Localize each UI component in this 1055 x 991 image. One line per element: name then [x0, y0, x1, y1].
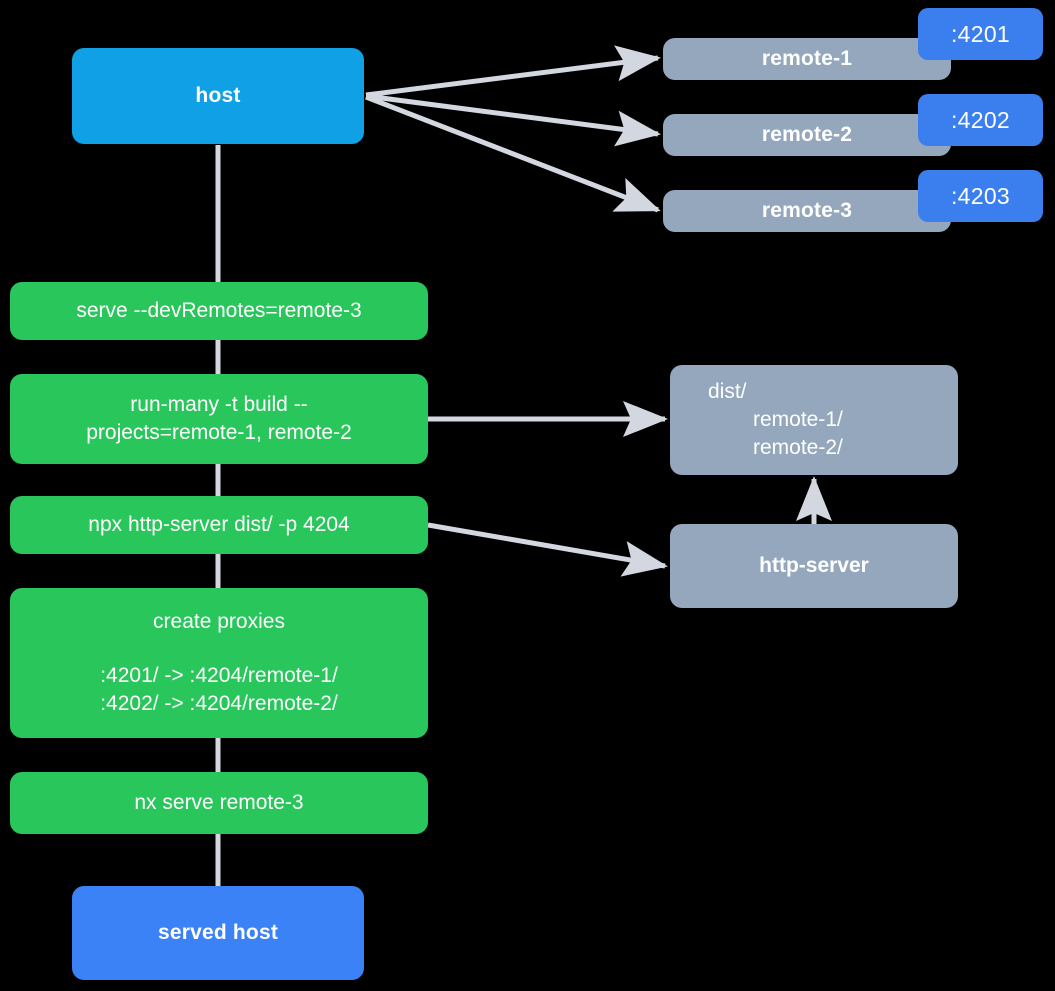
command-npx-http-server[interactable]: npx http-server dist/ -p 4204 [10, 496, 428, 554]
node-remote-3-label: remote-3 [761, 198, 853, 222]
edge-npx-to-httpserver [427, 522, 668, 577]
command-create-proxies-line-1: :4201/ -> :4204/remote-1/ [100, 663, 338, 687]
command-run-many-build-line-1: run-many -t build -- [130, 392, 308, 416]
edge-host-to-remote-3 [365, 94, 661, 213]
node-served-host[interactable]: served host [72, 886, 364, 980]
node-remote-1-label: remote-1 [761, 46, 853, 70]
node-http-server[interactable]: http-server [670, 524, 958, 608]
node-remote-2-label: remote-2 [761, 122, 853, 146]
command-npx-http-server-line-1: npx http-server dist/ -p 4204 [88, 512, 350, 536]
node-remote-2[interactable]: remote-2 [663, 114, 951, 156]
node-served-host-label: served host [157, 920, 279, 944]
command-run-many-build-line-2: projects=remote-1, remote-2 [86, 421, 352, 444]
dist-folder-child-remote-2: remote-2/ [753, 436, 843, 460]
dist-folder-root: dist/ [708, 379, 747, 403]
badge-remote-3-port: :4203 [918, 170, 1043, 222]
badge-remote-3-port-label: :4203 [950, 182, 1011, 209]
badge-remote-2-port-label: :4202 [950, 106, 1011, 133]
badge-remote-1-port: :4201 [918, 8, 1043, 60]
command-serve-devremotes[interactable]: serve --devRemotes=remote-3 [10, 282, 428, 340]
command-nx-serve-remote-3-line-1: nx serve remote-3 [134, 790, 304, 814]
command-nx-serve-remote-3[interactable]: nx serve remote-3 [10, 772, 428, 834]
command-create-proxies[interactable]: create proxies :4201/ -> :4204/remote-1/… [10, 588, 428, 738]
node-remote-3[interactable]: remote-3 [663, 190, 951, 232]
badge-remote-1-port-label: :4201 [950, 20, 1011, 47]
node-host[interactable]: host [72, 48, 364, 144]
dist-folder-child-remote-1: remote-1/ [753, 407, 843, 431]
command-create-proxies-title: create proxies [153, 609, 285, 633]
node-remote-1[interactable]: remote-1 [663, 38, 951, 80]
badge-remote-2-port: :4202 [918, 94, 1043, 146]
node-host-label: host [195, 83, 241, 107]
command-create-proxies-line-2: :4202/ -> :4204/remote-2/ [100, 692, 338, 716]
node-dist-folder[interactable]: dist/ remote-1/ remote-2/ [670, 365, 958, 475]
command-serve-devremotes-line-1: serve --devRemotes=remote-3 [76, 298, 362, 322]
command-run-many-build[interactable]: run-many -t build -- projects=remote-1, … [10, 374, 428, 464]
edge-host-to-remote-2 [365, 93, 661, 147]
node-http-server-label: http-server [759, 553, 869, 577]
dist-folder-body: dist/ remote-1/ remote-2/ [680, 378, 948, 462]
edge-host-to-remote-1 [365, 45, 661, 98]
